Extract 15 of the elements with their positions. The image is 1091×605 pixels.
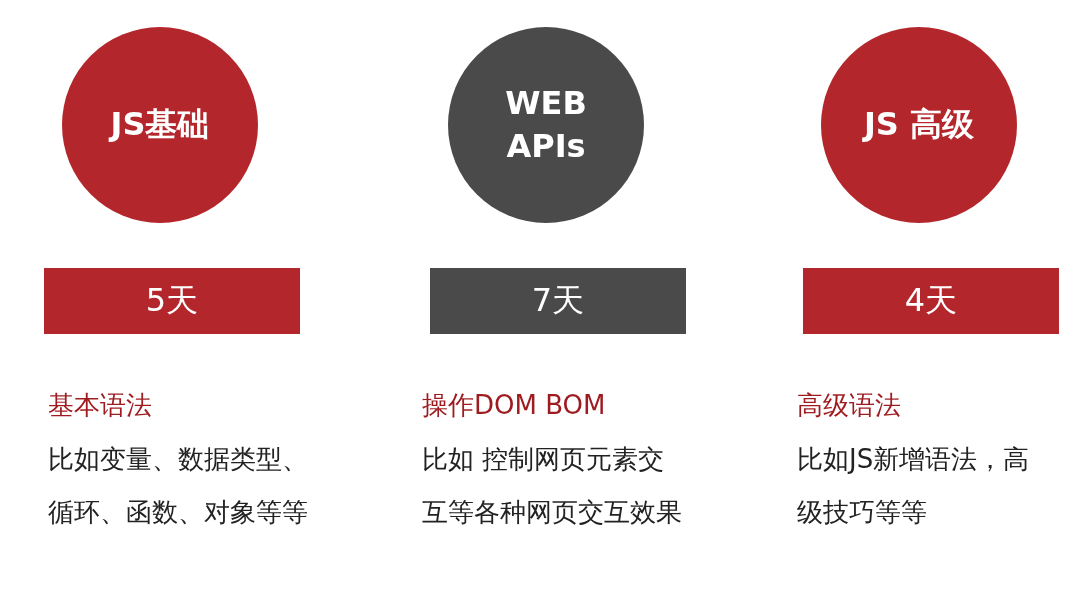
topic-title: JS基础 — [107, 104, 211, 146]
description-text: 比如JS新增语法，高级技巧等等 — [797, 443, 1031, 529]
topic-title: WEB APIs — [504, 82, 588, 167]
duration-text: 5天 — [145, 280, 199, 321]
topic-title: JS 高级 — [861, 104, 976, 146]
duration-text: 4天 — [904, 280, 958, 321]
duration-text: 7天 — [531, 280, 585, 321]
section-heading: 高级语法 — [797, 389, 901, 422]
description-text: 比如变量、数据类型、循环、函数、对象等等 — [48, 443, 308, 529]
duration-bar — [803, 268, 1059, 334]
section-heading: 操作DOM BOM — [422, 389, 606, 422]
description-text: 比如 控制网页元素交互等各种网页交互效果 — [422, 443, 682, 529]
duration-bar — [430, 268, 686, 334]
section-heading: 基本语法 — [48, 389, 152, 422]
duration-bar — [44, 268, 300, 334]
